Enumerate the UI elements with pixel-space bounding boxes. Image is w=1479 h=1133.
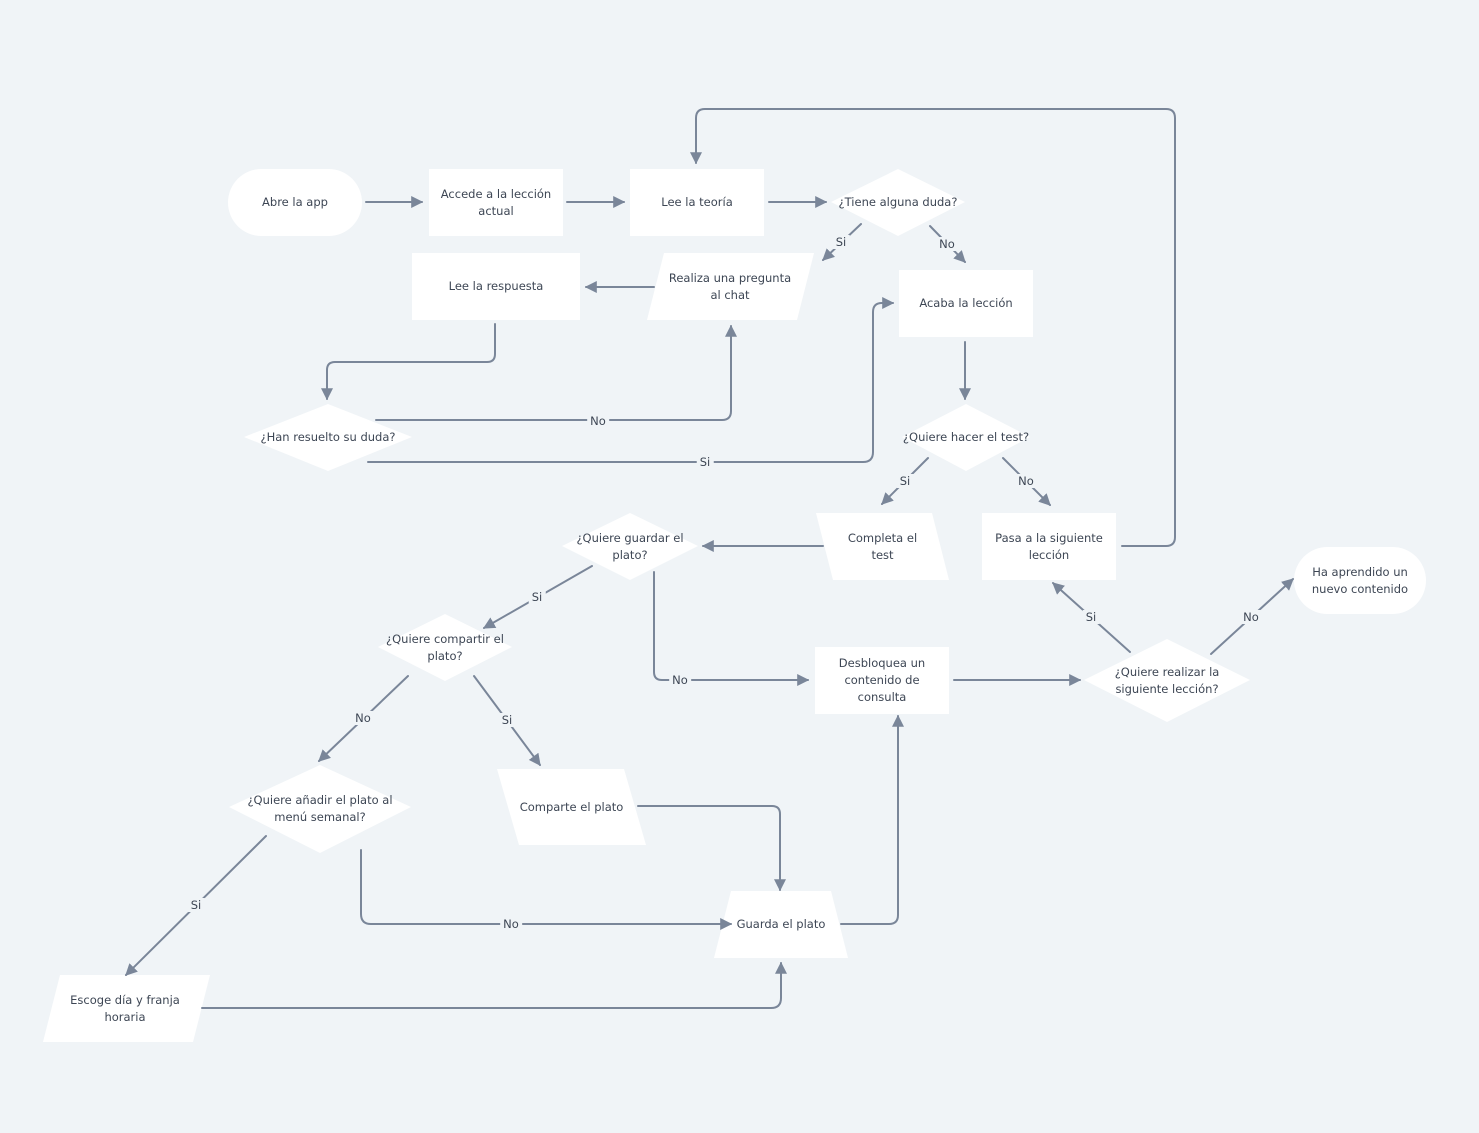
edge-save-no: [653, 571, 810, 686]
edge-answer-resolved: [321, 323, 496, 401]
node-access-shape: [429, 169, 563, 236]
node-unlock-shape: [815, 647, 949, 714]
node-start-shape: [228, 169, 362, 236]
edge-label-share-yes: Si: [498, 713, 516, 727]
node-resolved-shape: [244, 404, 412, 471]
edge-label-menu-no: No: [500, 917, 522, 931]
edge-share-save: [637, 805, 786, 892]
edge-label-resolved-no: No: [587, 414, 609, 428]
node-end-shape: [1294, 547, 1426, 614]
node-share-dish-shape: [378, 614, 512, 681]
edge-resolved-no: [375, 324, 737, 421]
node-test-shape: [902, 404, 1030, 471]
node-next-lesson-shape: [982, 513, 1116, 580]
node-next-q-shape: [1084, 639, 1250, 722]
edge-label-test-no: No: [1015, 474, 1037, 488]
edge-label-doubt-no: No: [936, 237, 958, 251]
node-share-shape: [497, 769, 646, 845]
edge-next-loop: [690, 108, 1176, 547]
edge-label-share-no: No: [352, 711, 374, 725]
edge-menu-no: [360, 849, 733, 930]
edge-label-menu-yes: Si: [187, 898, 205, 912]
node-read-theory-shape: [630, 169, 764, 236]
edge-label-doubt-yes: Si: [832, 235, 850, 249]
node-save-shape: [714, 891, 848, 958]
edge-label-resolved-yes: Si: [696, 455, 714, 469]
edge-label-test-yes: Si: [896, 474, 914, 488]
node-complete-test-shape: [816, 513, 949, 580]
node-finish-lesson-shape: [899, 270, 1033, 337]
edge-label-next-yes: Si: [1082, 610, 1100, 624]
node-add-menu-shape: [229, 765, 411, 853]
edge-label-save-yes: Si: [528, 590, 546, 604]
edge-label-next-no: No: [1240, 610, 1262, 624]
edge-label-save-no: No: [669, 673, 691, 687]
edge-save-unlock: [840, 714, 904, 925]
node-doubt-shape: [831, 169, 965, 236]
edge-pickday-save: [201, 961, 787, 1009]
node-save-dish-shape: [562, 513, 698, 580]
edge-resolved-yes: [367, 297, 895, 463]
node-pick-day-shape: [43, 975, 210, 1042]
node-read-answer-shape: [412, 253, 580, 320]
node-ask-chat-shape: [647, 253, 814, 320]
